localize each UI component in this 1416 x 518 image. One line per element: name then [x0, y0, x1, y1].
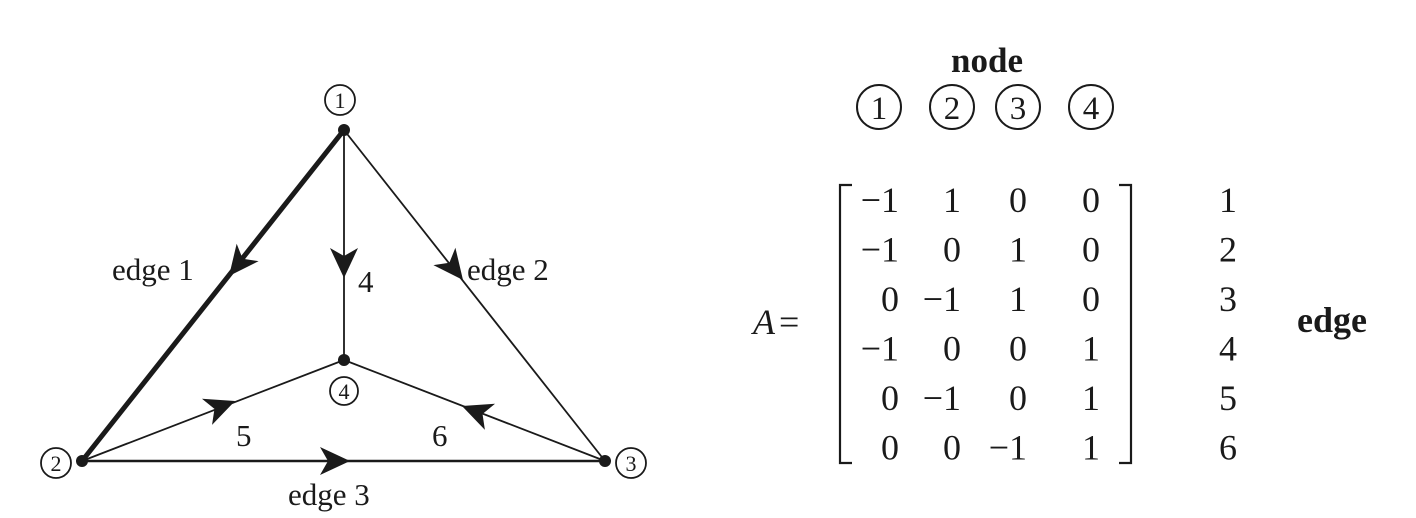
- edge-2-label: edge 2: [467, 252, 549, 287]
- matrix-row-label-3: 3: [1219, 279, 1237, 319]
- matrix-cell-r6-c4: 1: [1082, 428, 1100, 468]
- node-4-dot: [338, 354, 350, 366]
- matrix-cells: −1 1 0 0 −1 0 1 0 0 −1 1 0 −1 0 0 1 0 −1 0 1 0 0 −1 1: [861, 180, 1100, 468]
- matrix-column-label-2: 2: [929, 84, 975, 130]
- node-1-dot: [338, 124, 350, 136]
- edge-1-label: edge 1: [112, 252, 194, 287]
- matrix-cell-r6-c1: 0: [881, 428, 899, 468]
- node-4-label: 4: [329, 376, 359, 406]
- matrix-row-label-2: 2: [1219, 230, 1237, 270]
- matrix-cell-r2-c1: −1: [861, 230, 899, 270]
- node-2-dot: [76, 455, 88, 467]
- matrix-cell-r4-c1: −1: [861, 329, 899, 369]
- edge-5-line: [81, 359, 345, 462]
- matrix-row-label-4: 4: [1219, 329, 1237, 369]
- matrix-column-label-1: 1: [856, 84, 902, 130]
- graph-diagram: 1 2 3 4 edge 1 edge 2 edge 3 4 5 6: [40, 84, 647, 512]
- matrix-cell-r1-c4: 0: [1082, 180, 1100, 220]
- svg-text:3: 3: [1010, 91, 1027, 127]
- svg-text:2: 2: [944, 91, 961, 127]
- matrix-cell-r1-c2: 1: [943, 180, 961, 220]
- matrix-cell-r2-c3: 1: [1009, 230, 1027, 270]
- matrix-row-header: edge: [1297, 300, 1367, 340]
- matrix-column-label-4: 4: [1068, 84, 1114, 130]
- edge-1-line: [80, 128, 346, 463]
- matrix-left-bracket: [838, 183, 852, 465]
- svg-text:3: 3: [626, 451, 637, 476]
- matrix-cell-r5-c4: 1: [1082, 378, 1100, 418]
- svg-text:2: 2: [51, 451, 62, 476]
- matrix-cell-r2-c4: 0: [1082, 230, 1100, 270]
- matrix-name: A: [751, 302, 776, 342]
- matrix-cell-r4-c2: 0: [943, 329, 961, 369]
- matrix-cell-r3-c4: 0: [1082, 279, 1100, 319]
- matrix-cell-r4-c4: 1: [1082, 329, 1100, 369]
- matrix-cell-r6-c2: 0: [943, 428, 961, 468]
- svg-text:1: 1: [871, 91, 888, 127]
- matrix-row-labels: 1 2 3 4 5 6: [1219, 180, 1237, 468]
- matrix-cell-r1-c1: −1: [861, 180, 899, 220]
- node-2-label: 2: [40, 447, 72, 479]
- matrix-cell-r5-c2: −1: [923, 378, 961, 418]
- svg-text:4: 4: [339, 379, 350, 404]
- edge-4-label: 4: [358, 264, 374, 299]
- matrix-column-label-3: 3: [995, 84, 1041, 130]
- matrix-equals: =: [779, 302, 799, 342]
- edge-5-label: 5: [236, 418, 252, 453]
- matrix-right-bracket: [1119, 183, 1133, 465]
- matrix-cell-r3-c1: 0: [881, 279, 899, 319]
- matrix-cell-r6-c3: −1: [989, 428, 1027, 468]
- edge-3-arrow: [320, 447, 350, 475]
- matrix-column-header: node: [951, 41, 1023, 80]
- node-1-label: 1: [324, 84, 356, 116]
- edge-1-arrow: [229, 243, 259, 276]
- node-3-label: 3: [615, 447, 647, 479]
- matrix-cell-r5-c1: 0: [881, 378, 899, 418]
- svg-text:4: 4: [1083, 91, 1100, 127]
- matrix-row-label-6: 6: [1219, 428, 1237, 468]
- edge-2-arrow: [433, 247, 463, 280]
- matrix-cell-r1-c3: 0: [1009, 180, 1027, 220]
- matrix-cell-r3-c3: 1: [1009, 279, 1027, 319]
- edge-2-line: [343, 129, 606, 462]
- edge-5-arrow: [201, 398, 235, 425]
- matrix-cell-r5-c3: 0: [1009, 378, 1027, 418]
- edge-4-arrow: [330, 248, 358, 278]
- node-3-dot: [599, 455, 611, 467]
- matrix-cell-r3-c2: −1: [923, 279, 961, 319]
- matrix-cell-r2-c2: 0: [943, 230, 961, 270]
- matrix-cell-r4-c3: 0: [1009, 329, 1027, 369]
- matrix-row-label-5: 5: [1219, 378, 1237, 418]
- edge-6-arrow: [462, 403, 496, 430]
- edge-3-label: edge 3: [288, 477, 370, 512]
- matrix-row-label-1: 1: [1219, 180, 1237, 220]
- svg-text:1: 1: [335, 88, 346, 113]
- edge-6-label: 6: [432, 418, 448, 453]
